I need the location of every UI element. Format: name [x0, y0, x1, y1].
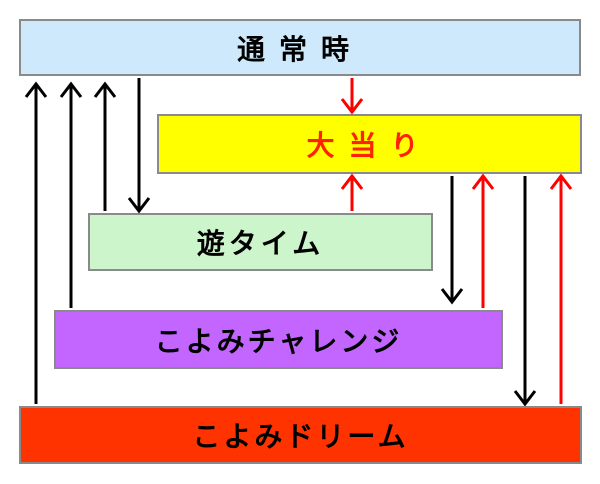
- state-jackpot: 大当り: [157, 114, 582, 174]
- state-koyomi-challenge: こよみチャレンジ: [54, 310, 503, 369]
- state-jackpot-label: 大当り: [306, 129, 433, 162]
- state-normal-label: 通常時: [236, 32, 363, 66]
- state-koyomi-challenge-label: こよみチャレンジ: [154, 324, 403, 358]
- arrow-koyomi-challenge-to-jackpot: [471, 173, 495, 308]
- arrow-asobi-time-to-jackpot: [340, 173, 364, 211]
- arrow-koyomi-dream-to-jackpot: [549, 173, 573, 404]
- state-asobi-time: 遊タイム: [88, 213, 433, 271]
- state-koyomi-dream-label: こよみドリーム: [192, 420, 409, 453]
- state-koyomi-dream: こよみドリーム: [19, 406, 582, 464]
- arrow-koyomi-dream-to-normal: [24, 81, 48, 404]
- state-normal: 通常時: [19, 19, 581, 76]
- arrow-koyomi-challenge-to-normal: [59, 81, 83, 308]
- arrow-normal-to-asobi-time: [127, 78, 151, 214]
- arrow-normal-to-jackpot: [340, 78, 364, 115]
- state-asobi-time-label: 遊タイム: [196, 227, 325, 260]
- arrow-jackpot-to-koyomi-dream: [513, 176, 537, 407]
- arrow-jackpot-to-koyomi-challenge: [440, 176, 464, 305]
- arrow-asobi-time-to-normal: [93, 81, 117, 211]
